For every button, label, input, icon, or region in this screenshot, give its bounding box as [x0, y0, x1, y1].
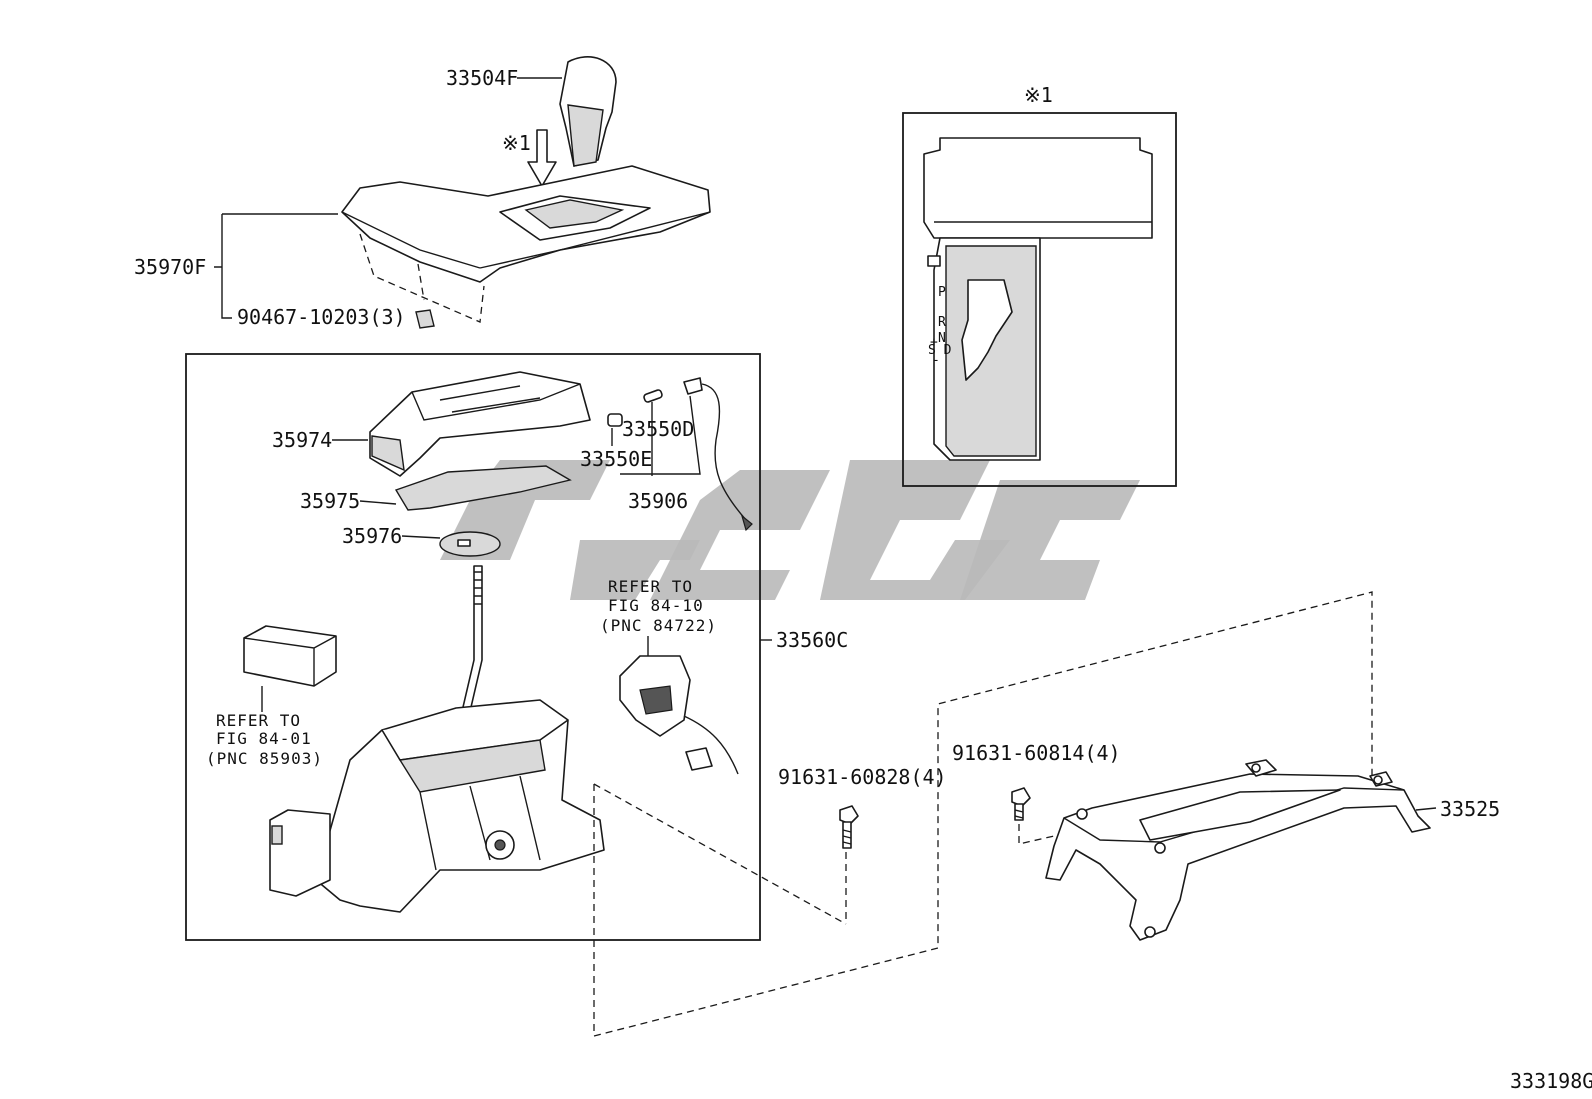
dash-bracket-outline: [593, 591, 1373, 1037]
label-assembly: 33560C: [776, 628, 848, 652]
inset-title: ※1: [1024, 83, 1053, 107]
gate-n: N: [938, 331, 946, 346]
ref2-line3: (PNC 85903): [206, 749, 323, 768]
gate-plus: +: [930, 335, 938, 350]
bolt-icon-2: [1011, 787, 1031, 821]
leader-33525: [1415, 807, 1437, 811]
shift-lock-actuator: [619, 655, 739, 775]
gate-p: P: [938, 285, 946, 300]
console-bezel: [341, 165, 711, 283]
label-33550E: 33550E: [580, 447, 652, 471]
label-33550D: 33550D: [622, 417, 694, 441]
shift-gate-detail: [923, 137, 1153, 461]
dash-bolt2: [1018, 824, 1055, 845]
label-35975: 35975: [300, 489, 360, 513]
indicator-plate: [394, 465, 572, 511]
clip-part: [415, 309, 435, 329]
label-arrow-note: ※1: [502, 131, 531, 155]
ref1-line1: REFER TO: [608, 577, 693, 596]
shifter-base: [269, 699, 605, 913]
diagram-id: 333198G: [1510, 1069, 1592, 1093]
gate-minus: -: [932, 353, 940, 368]
dash-bolt1: [593, 783, 847, 925]
leader-35976: [401, 535, 441, 539]
mounting-bracket: [1045, 759, 1431, 941]
leaders-35906: [611, 395, 701, 476]
label-35906: 35906: [628, 489, 688, 513]
shift-lever-rod: [459, 565, 483, 721]
gate-d: S D: [928, 343, 952, 358]
bezel-bracket-line: [214, 213, 338, 319]
label-knob: 33504F: [446, 66, 518, 90]
ref1-line2: FIG 84-10: [608, 596, 704, 615]
bolt-icon: [839, 805, 859, 849]
shift-seal: [439, 531, 501, 557]
shift-knob: [559, 56, 617, 167]
bulb-socket: [607, 377, 753, 532]
label-clip: 90467-10203(3): [237, 305, 406, 329]
gate-r: R: [938, 315, 946, 330]
arrow-down-icon: [527, 129, 557, 187]
ref2-line1: REFER TO: [216, 711, 301, 730]
label-bolt1: 91631-60828(4): [778, 765, 947, 789]
indicator-housing: [369, 371, 591, 477]
control-module: [243, 625, 337, 687]
label-bolt2: 91631-60814(4): [952, 741, 1121, 765]
label-35976: 35976: [342, 524, 402, 548]
label-bezel: 35970F: [134, 255, 206, 279]
assembly-frame: [185, 353, 761, 941]
label-35974: 35974: [272, 428, 332, 452]
leader-35975: [359, 500, 397, 505]
label-bracket: 33525: [1440, 797, 1500, 821]
inset-frame: [902, 112, 1177, 487]
ref2-line2: FIG 84-01: [216, 729, 312, 748]
ref1-line3: (PNC 84722): [600, 616, 717, 635]
